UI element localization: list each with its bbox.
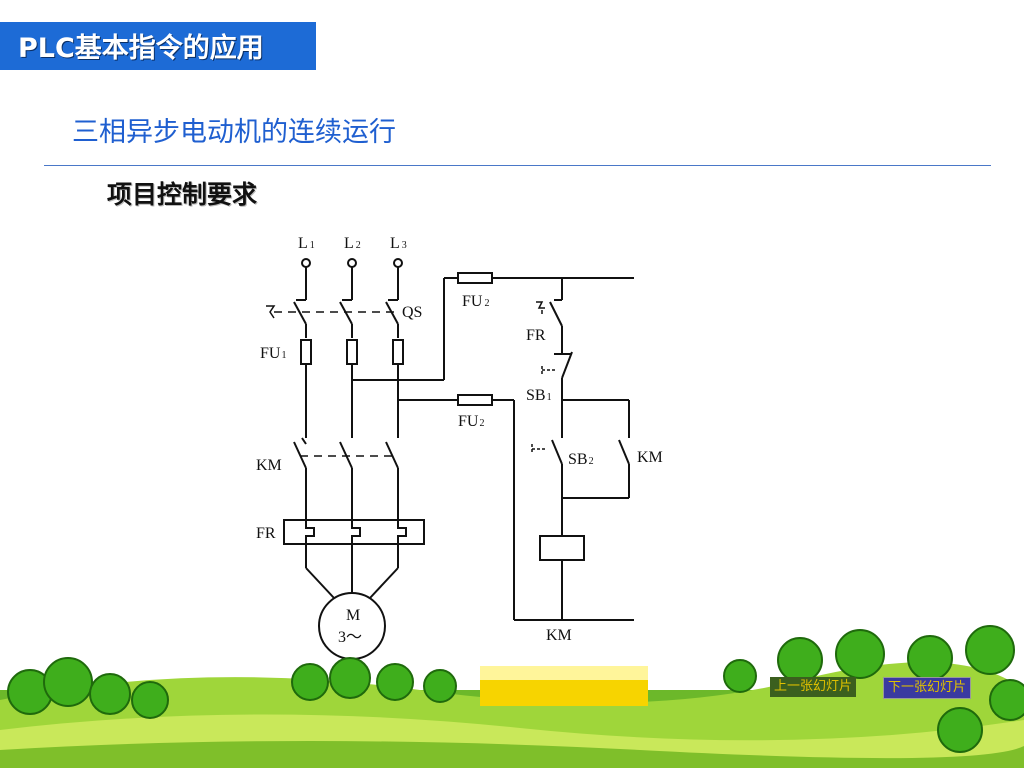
label-km-aux: KM [637, 449, 663, 466]
svg-text:FU2: FU2 [458, 413, 484, 430]
fr-thermal-relay [283, 519, 425, 545]
qs-contact-l2 [339, 301, 353, 325]
km-main-contact-l1 [293, 441, 307, 469]
svg-text:L3: L3 [390, 235, 407, 252]
slide-subtitle: 三相异步电动机的连续运行 [72, 117, 396, 148]
label-qs: QS [402, 304, 422, 321]
sb1-stop-button [561, 351, 573, 379]
terminal-l2 [347, 258, 357, 268]
label-fr-main: FR [256, 525, 276, 542]
svg-text:FU2: FU2 [462, 293, 489, 310]
km-aux-contact [618, 439, 630, 465]
fu2-top-fuse [457, 272, 493, 284]
km-main-contact-l2 [339, 441, 353, 469]
sb2-start-button [551, 439, 563, 465]
svg-text:L1: L1 [298, 235, 315, 252]
fu1-fuse-l3 [392, 339, 404, 365]
fr-nc-contact [549, 301, 563, 327]
prev-slide-button[interactable]: 上一张幻灯片 [770, 677, 857, 697]
title-banner: PLC基本指令的应用 [0, 22, 316, 70]
svg-text:FU1: FU1 [260, 345, 286, 362]
svg-text:SB2: SB2 [568, 451, 594, 468]
svg-text:SB1: SB1 [526, 387, 552, 404]
fu2-mid-fuse [457, 394, 493, 406]
svg-text:L2: L2 [344, 235, 361, 252]
terminal-l1 [301, 258, 311, 268]
section-heading: 项目控制要求 [107, 180, 258, 209]
slide-title: PLC基本指令的应用 [18, 33, 264, 64]
km-main-contact-l3 [385, 441, 399, 469]
qs-contact-l1 [293, 301, 307, 325]
fu1-fuse-l1 [300, 339, 312, 365]
next-slide-button[interactable]: 下一张幻灯片 [883, 677, 972, 699]
landscape-background [0, 625, 1024, 768]
km-coil [539, 535, 585, 561]
fu1-fuse-l2 [346, 339, 358, 365]
label-km-coil: KM [546, 627, 572, 644]
qs-contact-l3 [385, 301, 399, 325]
divider [44, 165, 991, 166]
terminal-l3 [393, 258, 403, 268]
label-motor: M [346, 607, 360, 624]
label-km-main: KM [256, 457, 282, 474]
label-fr-ctrl: FR [526, 327, 546, 344]
label-motor-phase: 3～ [338, 629, 362, 646]
